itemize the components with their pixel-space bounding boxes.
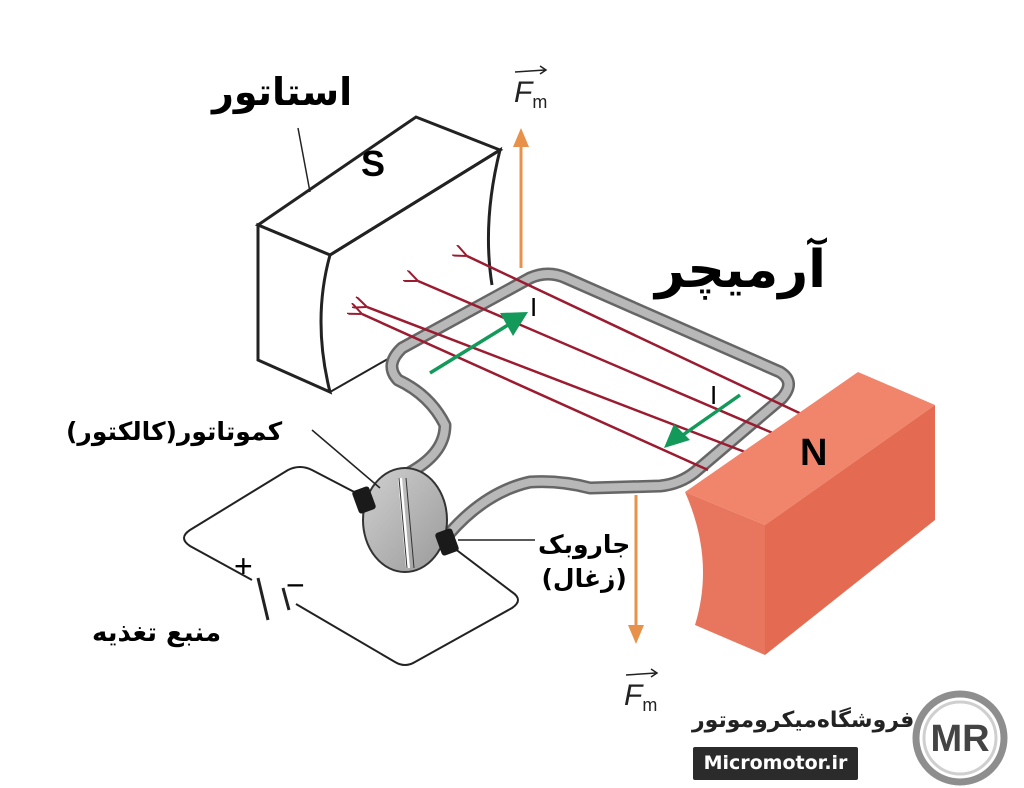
battery-minus-sign: − [286,567,305,603]
force-arrows [513,128,644,644]
magnetic-field-lines [362,256,811,472]
force-vector-marks [514,65,659,678]
armature-label: آرمیچر [655,240,827,300]
brush-label-line2: (زغال) [541,564,627,593]
force-symbol-top: F [514,76,533,109]
battery-symbol [256,577,291,621]
current-label-bottom: I [710,380,718,410]
force-label-top: Fm [514,76,547,113]
stator-south-pole [254,115,504,395]
logo-mark-text: MR [930,718,989,760]
logo-store-name: فروشگاه‌میکروموتور [692,708,915,733]
battery-plus-sign: + [234,548,253,584]
current-arrows [429,312,742,448]
brush-label-line1: جاروبک [538,530,631,559]
stator-label: استاتور [212,70,353,114]
current-label-top: I [530,292,538,322]
logo-url: Micromotor.ir [693,747,858,780]
supply-circuit [183,466,519,666]
force-label-bottom: Fm [624,679,657,716]
force-symbol-bottom: F [624,679,643,712]
commutator-label: کموتاتور(کالکتور) [66,417,283,446]
commutator-leader-line [311,429,381,489]
brush-label: جاروبک (زغال) [538,528,630,596]
logo-mark-icon: MR [912,690,1008,786]
force-subscript-top: m [532,92,548,112]
commutator [352,467,459,573]
north-pole-label: N [800,432,828,474]
power-supply-label: منبع تغذیه [92,618,222,648]
force-subscript-bottom: m [642,695,658,715]
stator-north-pole [685,372,935,655]
south-pole-label: S [361,143,386,184]
stator-leader-line [297,127,311,193]
